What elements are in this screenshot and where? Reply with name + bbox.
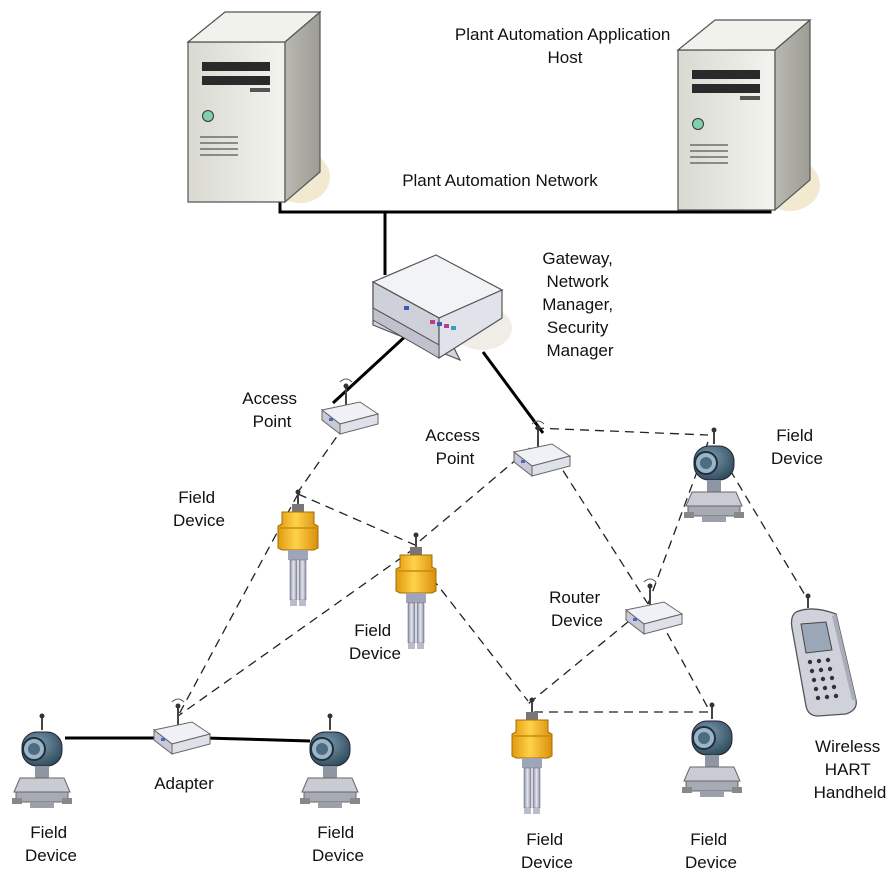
router-device-label: Router Device — [549, 588, 605, 630]
mesh-link — [527, 611, 641, 705]
field-device-mid-label: Field Device — [349, 621, 401, 663]
mesh-link — [647, 441, 709, 605]
gateway-icon — [371, 254, 512, 362]
adapter-to-right-device-line — [204, 736, 311, 743]
field-device-transmitter-bottom-right-icon — [681, 701, 743, 798]
mesh-link — [414, 447, 531, 546]
field-device-top-right-label: Field Device — [771, 426, 823, 468]
wired-links — [65, 165, 772, 743]
access-point-center-label: Access Point — [425, 426, 485, 468]
access-point-left-label: Access Point — [242, 389, 302, 431]
field-device-level-left-icon — [277, 488, 319, 607]
mesh-link — [659, 619, 709, 709]
mesh-link — [431, 577, 529, 702]
mesh-link — [177, 547, 416, 717]
field-device-left-label: Field Device — [173, 488, 225, 530]
gateway-to-center-access-point-line — [481, 351, 545, 434]
field-device-transmitter-bottom-center-icon — [299, 712, 361, 809]
field-device-bottom-1-label: Field Device — [25, 823, 77, 865]
mesh-link — [534, 427, 709, 436]
wireless-hart-handheld-label: Wireless HART Handheld — [814, 737, 887, 802]
adapter-label: Adapter — [154, 774, 214, 793]
mesh-link — [297, 493, 416, 546]
network-label: Plant Automation Network — [402, 171, 598, 190]
field-device-level-mid-icon — [395, 531, 437, 650]
host-label: Plant Automation Application Host — [455, 25, 675, 67]
gateway-label: Gateway, Network Manager, Security Manag… — [542, 249, 618, 360]
mesh-link — [177, 493, 299, 717]
mesh-link — [554, 457, 649, 605]
field-device-transmitter-top-right-icon — [683, 426, 745, 523]
field-device-bottom-4-label: Field Device — [685, 830, 737, 872]
field-device-level-bottom-icon — [511, 696, 553, 815]
host-server-right-icon — [677, 19, 821, 212]
field-device-bottom-3-label: Field Device — [521, 830, 573, 872]
host-server-left-icon — [187, 11, 331, 204]
field-device-transmitter-bottom-left-icon — [11, 712, 73, 809]
wireless-hart-handheld-icon — [790, 593, 857, 717]
wireless-mesh-links — [177, 424, 809, 717]
gateway-to-left-access-point-line — [331, 330, 412, 405]
mesh-link — [297, 424, 346, 493]
field-device-bottom-2-label: Field Device — [312, 823, 364, 865]
mesh-link — [729, 469, 809, 601]
